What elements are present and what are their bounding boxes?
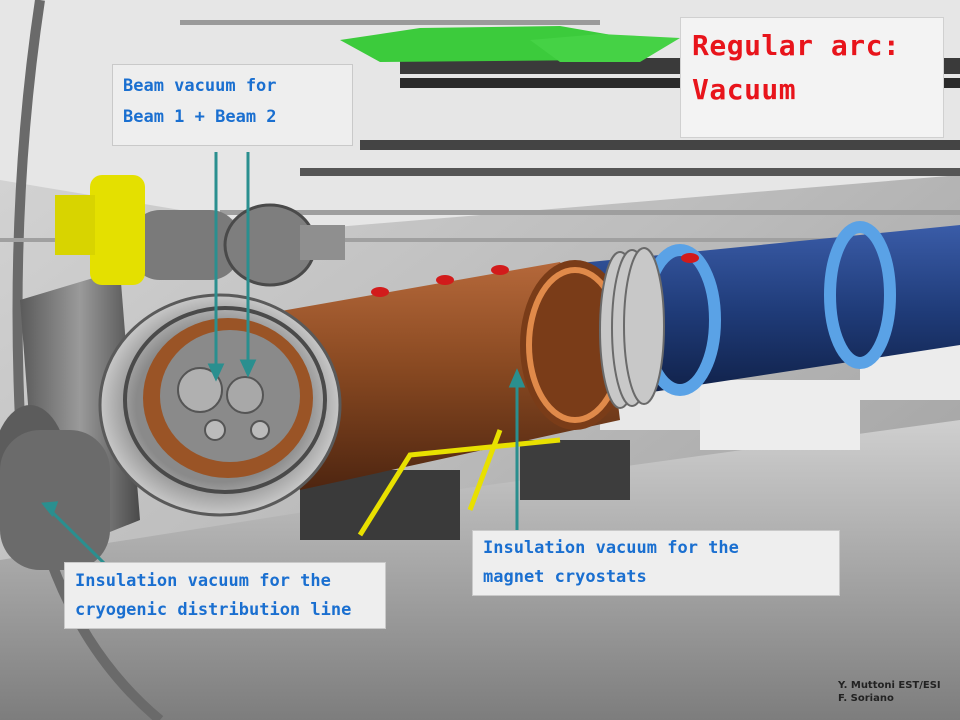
title-line-2: Vacuum (692, 73, 797, 106)
cross-section-rings (98, 203, 345, 517)
magnet-label-line-2: magnet cryostats (483, 567, 647, 587)
beam-label-line-2: Beam 1 + Beam 2 (123, 107, 277, 127)
cryo-label-line-1: Insulation vacuum for the (75, 571, 331, 591)
annotation-arrows (41, 152, 526, 569)
beam-label-line-1: Beam vacuum for (123, 76, 277, 96)
beam-vacuum-label: Beam vacuum for Beam 1 + Beam 2 (112, 64, 353, 146)
cryo-insulation-label: Insulation vacuum for the cryogenic dist… (64, 562, 386, 629)
cryo-arrow (48, 508, 110, 569)
title-line-1: Regular arc: (692, 29, 901, 62)
magnet-insulation-label: Insulation vacuum for the magnet cryosta… (472, 530, 840, 596)
yellow-struts (357, 429, 561, 537)
author-credit: Y. Muttoni EST/ESI F. Soriano (838, 679, 941, 705)
credit-line-2: F. Soriano (838, 693, 894, 704)
magnet-label-line-1: Insulation vacuum for the (483, 538, 739, 558)
title-box: Regular arc: Vacuum (680, 17, 944, 138)
cryo-label-line-2: cryogenic distribution line (75, 600, 352, 620)
credit-line-1: Y. Muttoni EST/ESI (838, 680, 941, 691)
cryogenic-distribution-line (0, 175, 240, 570)
